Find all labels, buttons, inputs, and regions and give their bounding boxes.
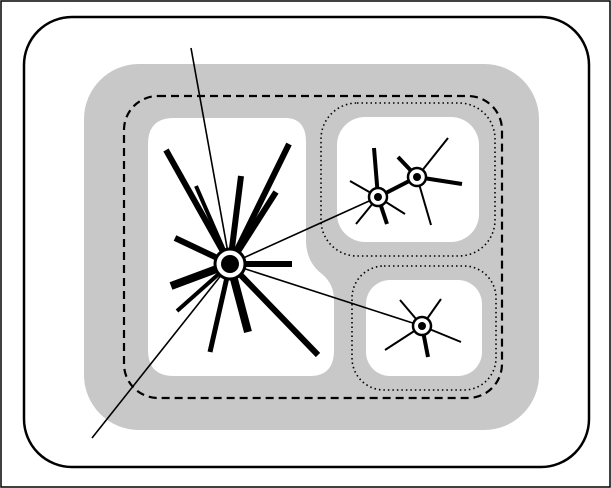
main-radial-node-center xyxy=(221,255,239,273)
upper-node-a-center xyxy=(374,193,382,201)
main-spoke xyxy=(163,148,233,266)
lower-node-center xyxy=(418,322,426,330)
lower-right-dotted-boundary xyxy=(351,265,497,391)
upper-node-b-center xyxy=(413,173,421,181)
connector-line-lower xyxy=(229,263,423,327)
upper-right-dotted-boundary xyxy=(320,102,496,257)
long-diagonal-line-lower xyxy=(91,263,231,439)
long-diagonal-line-upper xyxy=(190,47,231,265)
main-spoke xyxy=(227,261,321,358)
connector-line-upper xyxy=(229,196,379,265)
